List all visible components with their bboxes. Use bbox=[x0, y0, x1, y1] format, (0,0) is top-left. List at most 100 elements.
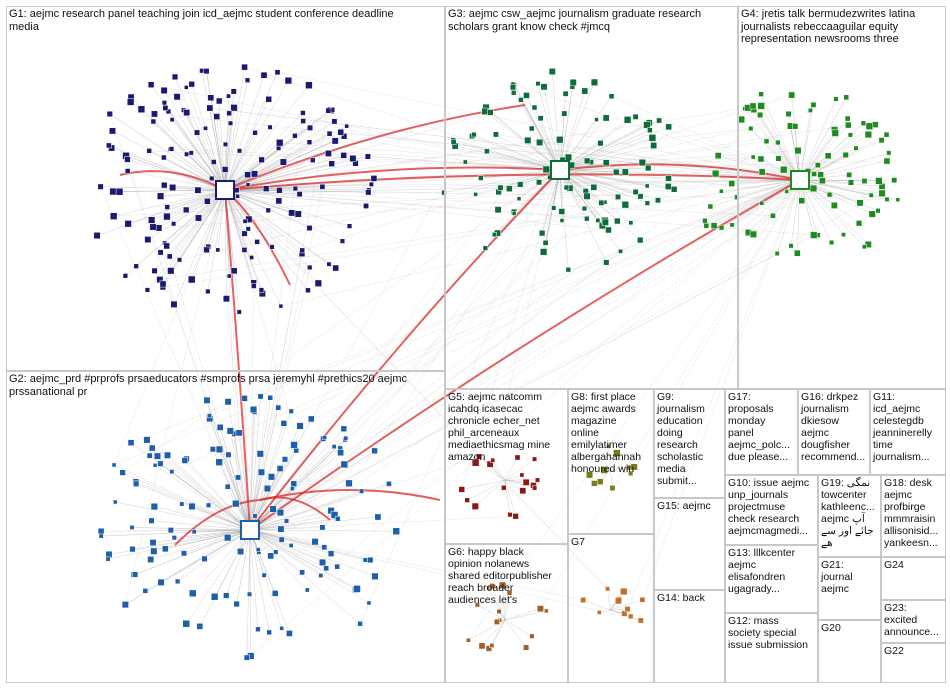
node bbox=[339, 238, 346, 244]
edge bbox=[224, 72, 278, 191]
node bbox=[144, 236, 152, 244]
edge bbox=[216, 116, 226, 191]
node bbox=[749, 102, 757, 110]
edge bbox=[249, 491, 362, 531]
node bbox=[276, 508, 285, 517]
node bbox=[807, 107, 813, 113]
node bbox=[349, 155, 357, 163]
node bbox=[490, 457, 496, 463]
edge bbox=[191, 189, 226, 280]
node bbox=[236, 148, 243, 154]
node bbox=[830, 202, 838, 209]
group-panel-g1: G1: aejmc research panel teaching join i… bbox=[6, 6, 445, 371]
node bbox=[357, 621, 363, 627]
node bbox=[844, 115, 851, 122]
node bbox=[775, 139, 781, 146]
node bbox=[749, 230, 757, 238]
edge bbox=[477, 604, 506, 621]
node bbox=[565, 267, 571, 273]
node bbox=[386, 481, 392, 487]
edge bbox=[736, 179, 801, 198]
node bbox=[814, 162, 821, 169]
edge bbox=[157, 455, 251, 531]
hub-node bbox=[240, 520, 260, 540]
edge bbox=[467, 479, 506, 501]
edge bbox=[219, 462, 251, 531]
node bbox=[263, 485, 271, 493]
node bbox=[615, 193, 621, 200]
edge bbox=[249, 529, 356, 590]
group-panel-g13: G13: lllkcenter aejmc elisafondren ugagr… bbox=[725, 545, 818, 613]
edge bbox=[249, 187, 594, 531]
edge bbox=[100, 186, 226, 191]
edge bbox=[224, 189, 619, 601]
node bbox=[581, 205, 588, 212]
node bbox=[540, 83, 548, 91]
node bbox=[340, 152, 347, 159]
node bbox=[318, 573, 324, 578]
node bbox=[176, 257, 183, 263]
node bbox=[311, 538, 319, 546]
node bbox=[267, 124, 273, 130]
hub-node bbox=[215, 180, 235, 200]
hub-node bbox=[550, 160, 570, 180]
edge bbox=[127, 159, 226, 191]
node bbox=[204, 198, 211, 205]
node bbox=[216, 424, 224, 431]
edge bbox=[492, 169, 561, 461]
edge bbox=[559, 160, 887, 171]
edge bbox=[112, 130, 226, 191]
node bbox=[603, 259, 610, 266]
edge bbox=[504, 592, 510, 621]
edge bbox=[219, 449, 251, 531]
node bbox=[345, 479, 353, 487]
edge bbox=[504, 457, 518, 481]
node bbox=[150, 502, 158, 511]
edge bbox=[224, 189, 292, 214]
node bbox=[537, 115, 544, 122]
edge bbox=[163, 90, 226, 191]
edge bbox=[224, 189, 255, 286]
node bbox=[561, 110, 568, 117]
node bbox=[252, 513, 258, 519]
node bbox=[241, 395, 248, 402]
edge bbox=[249, 529, 371, 561]
node bbox=[614, 217, 621, 225]
edge bbox=[475, 462, 506, 481]
edge bbox=[165, 107, 226, 191]
edge bbox=[300, 179, 801, 427]
node bbox=[183, 109, 191, 117]
node bbox=[146, 148, 152, 154]
edge bbox=[249, 128, 751, 531]
node bbox=[150, 547, 158, 555]
edge bbox=[184, 460, 251, 531]
node bbox=[109, 212, 118, 220]
node bbox=[597, 140, 604, 147]
edge bbox=[101, 529, 251, 537]
edge bbox=[559, 169, 648, 204]
node bbox=[284, 518, 290, 524]
edge bbox=[152, 529, 251, 543]
edge bbox=[224, 189, 227, 299]
edge bbox=[249, 529, 323, 563]
node bbox=[602, 114, 610, 122]
node bbox=[535, 81, 541, 87]
node bbox=[222, 295, 230, 303]
edge bbox=[224, 155, 344, 191]
node bbox=[284, 76, 293, 85]
node bbox=[331, 118, 338, 125]
node bbox=[364, 153, 371, 160]
edge bbox=[504, 479, 527, 483]
group-panel-g11: G11: icd_aejmc celestegdb jeanninerelly … bbox=[870, 389, 946, 475]
edge bbox=[249, 411, 292, 531]
edge bbox=[224, 189, 262, 291]
node bbox=[274, 69, 281, 76]
node bbox=[793, 249, 801, 257]
edge bbox=[492, 460, 506, 481]
group-label-g4: G4: jretis talk bermudezwrites latina jo… bbox=[741, 8, 916, 45]
node bbox=[262, 185, 270, 192]
edge bbox=[236, 529, 251, 605]
node bbox=[371, 572, 379, 580]
node bbox=[340, 133, 348, 140]
